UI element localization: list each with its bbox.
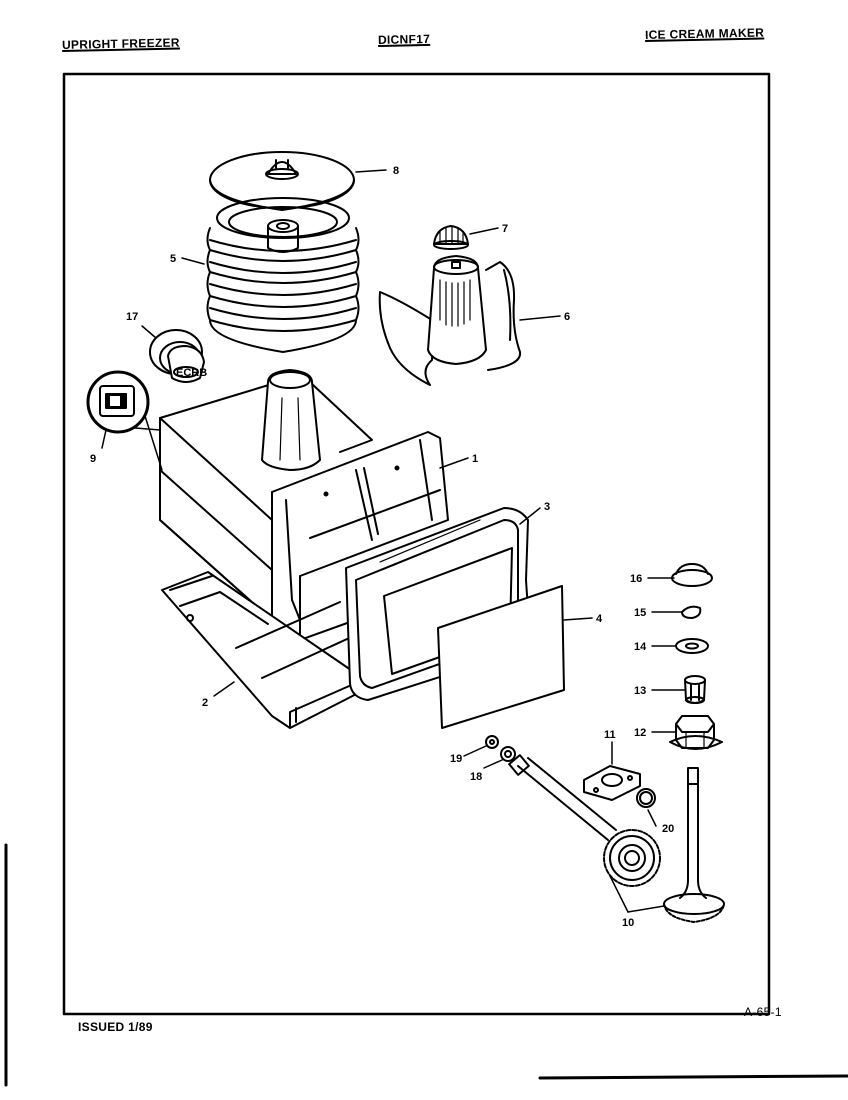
callout-17: 17 <box>126 311 138 323</box>
part-control-knob: ECRB <box>149 329 207 383</box>
part-11-bracket <box>583 765 641 801</box>
issued-date: ISSUED 1/89 <box>78 1020 153 1034</box>
callout-19: 19 <box>450 753 462 765</box>
callout-11: 11 <box>604 729 616 741</box>
callout-20: 20 <box>662 823 674 835</box>
part-14-washer <box>675 638 709 654</box>
part-dasher-cap <box>433 225 469 250</box>
part-dasher-paddle <box>378 255 522 386</box>
callout-3: 3 <box>544 501 550 513</box>
callout-6: 6 <box>564 311 570 323</box>
callout-9: 9 <box>90 453 96 465</box>
part-19-nut <box>485 735 499 749</box>
part-freezer-bowl <box>206 197 360 353</box>
callout-18: 18 <box>470 771 482 783</box>
part-15-clip <box>681 605 702 619</box>
part-10-drive-shaft <box>508 754 725 923</box>
callout-15: 15 <box>634 607 646 619</box>
part-13-bushing <box>684 675 706 704</box>
callout-8: 8 <box>393 165 399 177</box>
scan-edge <box>538 1074 848 1080</box>
part-base-plate <box>161 571 373 729</box>
callout-16: 16 <box>630 573 642 585</box>
callout-2: 2 <box>202 697 208 709</box>
leader-lines <box>101 169 685 913</box>
callout-13: 13 <box>634 685 646 697</box>
part-20-ring <box>636 788 656 808</box>
part-front-panel <box>437 585 565 729</box>
callout-7: 7 <box>502 223 508 235</box>
part-16-cap <box>671 563 713 587</box>
callout-4: 4 <box>596 613 603 625</box>
part-switch-detail <box>86 370 163 471</box>
part-18-washer <box>500 746 516 762</box>
callout-1: 1 <box>472 453 478 465</box>
callout-12: 12 <box>634 727 646 739</box>
part-lid <box>209 151 355 211</box>
part-12-hex-coupler <box>669 715 723 750</box>
callout-10: 10 <box>622 917 634 929</box>
page-code: A-65-1 <box>744 1005 782 1019</box>
diagram-frame <box>62 72 771 1016</box>
callout-14: 14 <box>634 641 647 653</box>
knob-decal: ECRB <box>176 367 207 379</box>
callout-5: 5 <box>170 253 176 265</box>
